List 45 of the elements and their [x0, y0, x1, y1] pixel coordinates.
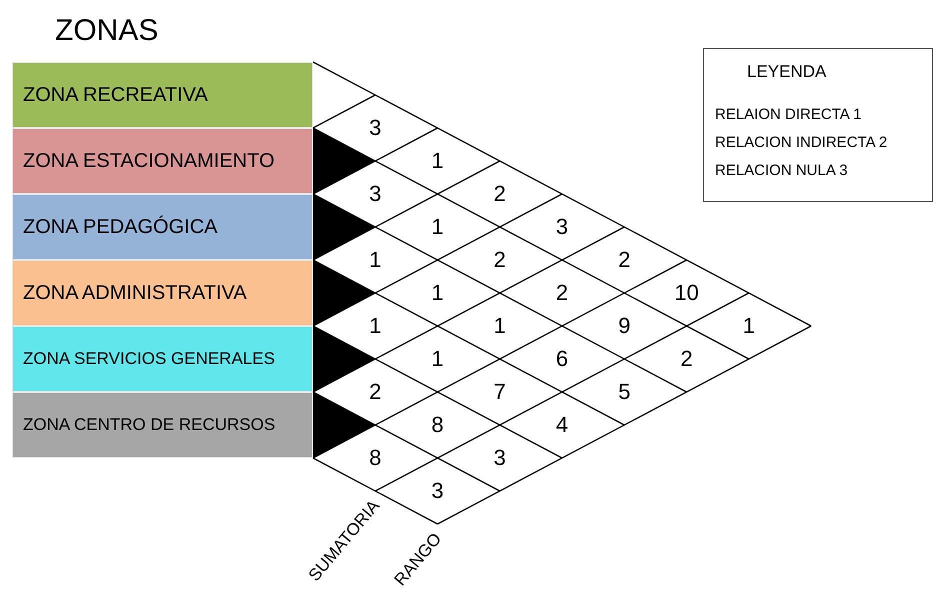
matrix-value: 4 — [556, 414, 568, 436]
matrix-value: 7 — [494, 381, 506, 403]
matrix-value: 2 — [618, 249, 630, 271]
matrix-value: 6 — [556, 348, 568, 370]
matrix-value: 2 — [494, 249, 506, 271]
matrix-value: 3 — [494, 447, 506, 469]
zone-label: ZONA PEDAGÓGICA — [23, 214, 218, 240]
zone-box — [12, 392, 313, 458]
matrix-value: 2 — [680, 348, 693, 370]
zone-label: ZONA CENTRO DE RECURSOS — [23, 414, 276, 436]
matrix-value: 1 — [431, 216, 444, 238]
zone-label: ZONA ADMINISTRATIVA — [23, 281, 247, 306]
zone-box — [12, 62, 313, 128]
legend-heading: LEYENDA — [747, 61, 828, 83]
zone-box — [12, 260, 313, 326]
legend-entry: RELACION NULA 3 — [715, 160, 849, 180]
matrix-value: 1 — [742, 315, 755, 337]
matrix-value: 2 — [494, 183, 506, 205]
matrix-value: 1 — [494, 315, 506, 337]
matrix-value: 1 — [431, 282, 444, 304]
legend-entry: RELACION INDIRECTA 2 — [715, 132, 888, 152]
matrix-value: 3 — [369, 183, 382, 205]
matrix-value: 1 — [431, 150, 444, 172]
matrix-value: 1 — [369, 249, 382, 271]
matrix-value: 3 — [431, 480, 444, 502]
matrix-value: 1 — [369, 315, 382, 337]
matrix-value: 3 — [369, 117, 382, 139]
zone-label: ZONA ESTACIONAMIENTO — [23, 149, 275, 174]
matrix-value: 2 — [556, 282, 568, 304]
matrix-value: 1 — [431, 348, 444, 370]
matrix-value: 10 — [674, 282, 699, 304]
matrix-value: 3 — [556, 216, 568, 238]
zone-box — [12, 326, 313, 392]
matrix-value: 2 — [369, 381, 382, 403]
matrix-value: 9 — [618, 315, 630, 337]
matrix-value: 8 — [369, 447, 382, 469]
legend-entry: RELAION DIRECTA 1 — [715, 104, 862, 124]
legend-box — [703, 48, 933, 202]
zone-box — [12, 128, 313, 194]
title: ZONAS — [55, 13, 158, 49]
matrix-value: 5 — [618, 381, 630, 403]
matrix-value: 8 — [431, 414, 444, 436]
zone-box — [12, 194, 313, 260]
zone-label: ZONA RECREATIVA — [23, 83, 208, 108]
zone-label: ZONA SERVICIOS GENERALES — [23, 348, 275, 370]
